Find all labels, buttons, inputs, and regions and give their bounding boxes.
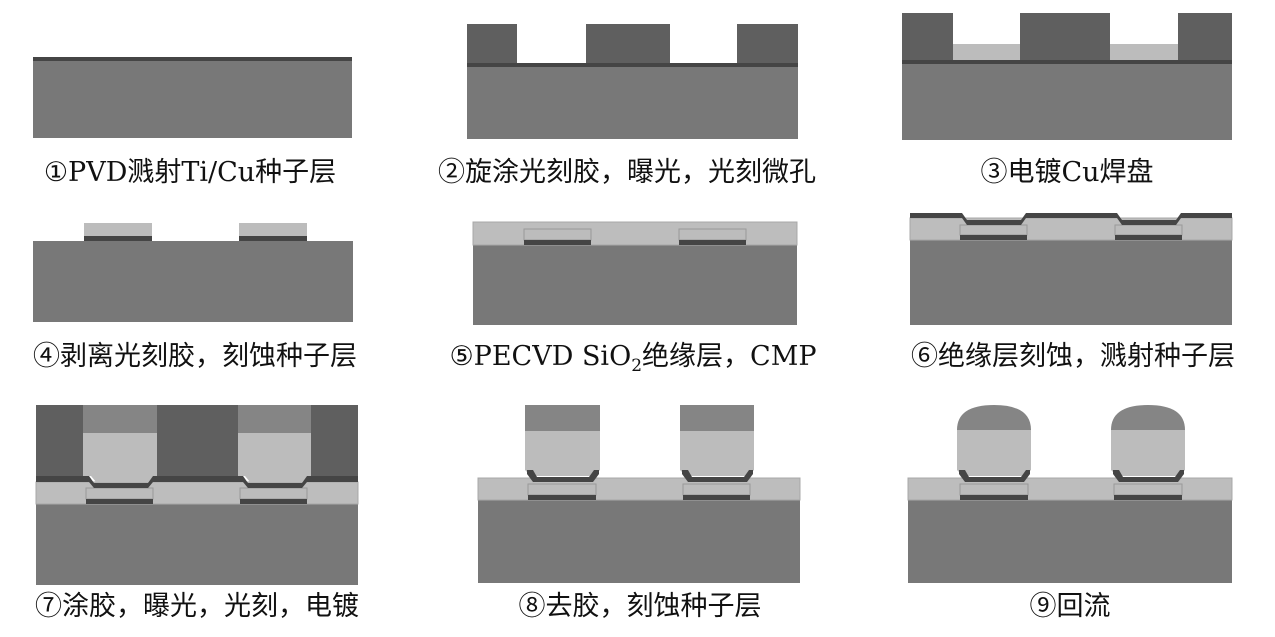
seed-layer: [1115, 235, 1182, 240]
seed-layer: [528, 495, 596, 500]
seed-layer: [1114, 495, 1182, 500]
photoresist: [157, 405, 238, 476]
cu-pad: [1113, 483, 1183, 496]
step-4-diagram: [33, 223, 353, 322]
step-4-label: ④剥离光刻胶，刻蚀种子层: [33, 341, 357, 372]
seed-layer: [240, 499, 307, 504]
substrate: [33, 57, 352, 138]
step-5-label-main: ⑤PECVD SiO: [449, 341, 631, 372]
step-5-label: ⑤PECVD SiO2绝缘层，CMP: [449, 341, 816, 376]
step-9-diagram: [907, 405, 1233, 583]
seed-layer: [86, 499, 153, 504]
pillar-seed-layer: [527, 470, 599, 482]
solder-cap: [238, 405, 311, 433]
cu-pillar: [680, 431, 754, 476]
cu-pad: [682, 483, 751, 496]
seed-layer: [524, 240, 591, 245]
top-seed-layer: [36, 476, 358, 488]
substrate: [478, 500, 800, 583]
cu-pad: [523, 228, 592, 241]
step-7-label: ⑦涂胶，曝光，光刻，电镀: [35, 591, 359, 622]
cu-pad: [678, 228, 747, 241]
photoresist: [737, 24, 798, 63]
pillar-seed-layer: [682, 470, 753, 482]
cu-pad: [85, 487, 154, 500]
seed-layer: [683, 495, 750, 500]
solder-bump: [1111, 405, 1185, 430]
photoresist: [1178, 13, 1232, 60]
solder-cap: [680, 405, 754, 431]
seed-layer: [679, 240, 746, 245]
sio2-layer: [472, 221, 798, 246]
photoresist: [1020, 13, 1110, 60]
step-5-diagram: [472, 221, 798, 325]
cu-pillar: [238, 433, 311, 482]
cu-pad: [959, 224, 1028, 236]
seed-layer: [960, 235, 1027, 240]
photoresist: [586, 24, 670, 63]
pillar-seed-layer: [959, 470, 1030, 482]
sio2-layer: [907, 477, 1233, 501]
step-1-diagram: [33, 57, 352, 138]
photoresist: [311, 405, 358, 476]
photoresist: [902, 13, 953, 60]
substrate: [473, 245, 797, 325]
photoresist: [467, 24, 517, 63]
step-2-label: ②旋涂光刻胶，曝光，光刻微孔: [438, 157, 816, 188]
sio2-layer: [35, 481, 359, 505]
step-5-label-tail: 绝缘层，CMP: [642, 341, 816, 372]
cu-pillar: [525, 431, 600, 476]
step-9-label: ⑨回流: [1030, 591, 1111, 622]
cu-pad: [527, 483, 597, 496]
substrate: [902, 60, 1232, 140]
cu-pad: [84, 223, 152, 236]
cu-pad: [239, 223, 307, 236]
cu-pillar: [1111, 430, 1185, 476]
cu-pad: [239, 487, 308, 500]
seed-layer: [239, 236, 307, 241]
step-5-label-subscript: 2: [631, 356, 642, 376]
cu-pillar: [83, 433, 157, 482]
cu-pad: [1114, 224, 1183, 236]
substrate: [910, 240, 1232, 325]
step-1-label: ①PVD溅射Ti/Cu种子层: [44, 157, 336, 188]
cu-pad: [959, 483, 1029, 496]
substrate: [33, 241, 353, 322]
seed-layer: [84, 236, 152, 241]
step-6-diagram: [909, 213, 1233, 325]
sio2-layer: [909, 217, 1233, 241]
seed-layer: [467, 63, 798, 67]
step-7-diagram: [35, 405, 359, 585]
step-3-label: ③电镀Cu焊盘: [980, 157, 1153, 188]
seed-layer: [960, 495, 1028, 500]
cu-pillar: [957, 430, 1031, 476]
substrate: [467, 63, 798, 139]
photoresist: [36, 405, 83, 476]
step-8-diagram: [477, 405, 801, 583]
top-seed-layer: [910, 213, 1232, 225]
step-2-diagram: [467, 24, 798, 139]
step-8-label: ⑧去胶，刻蚀种子层: [519, 591, 762, 622]
cu-pad: [953, 44, 1020, 60]
seed-layer: [33, 57, 352, 61]
pillar-seed-layer: [1113, 470, 1184, 482]
substrate: [908, 500, 1232, 583]
sio2-layer: [477, 477, 801, 501]
seed-layer: [902, 60, 1232, 64]
cu-pad: [1110, 44, 1178, 60]
substrate: [36, 504, 358, 585]
solder-cap: [83, 405, 157, 433]
solder-bump: [957, 405, 1031, 430]
step-3-diagram: [902, 13, 1232, 140]
solder-cap: [525, 405, 600, 431]
step-6-label: ⑥绝缘层刻蚀，溅射种子层: [911, 341, 1235, 372]
